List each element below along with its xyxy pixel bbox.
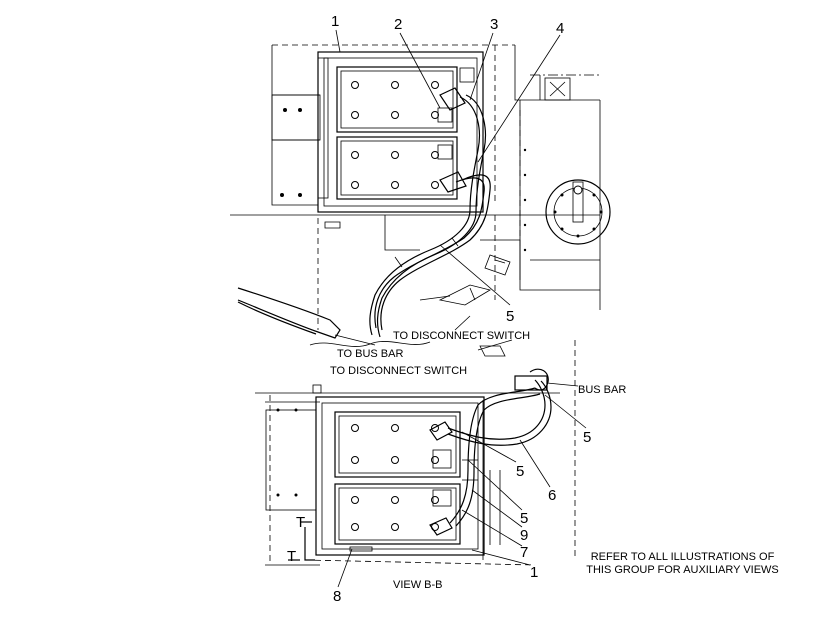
battery-bottom-1 bbox=[334, 411, 461, 478]
callout-9: 9 bbox=[520, 527, 528, 544]
callout-2: 2 bbox=[394, 16, 402, 33]
callout-leaders bbox=[335, 29, 587, 588]
round-cover-icon bbox=[545, 179, 611, 245]
auxiliary-views-note: REFER TO ALL ILLUSTRATIONS OF THIS GROUP… bbox=[575, 551, 790, 577]
callout-1: 1 bbox=[331, 13, 339, 30]
view-title: VIEW B-B bbox=[393, 579, 443, 591]
callout-6: 6 bbox=[548, 487, 556, 504]
callout-5: 5 bbox=[520, 510, 528, 527]
right-side-dots bbox=[523, 148, 527, 252]
label-to-disconnect-switch: TO DISCONNECT SWITCH bbox=[330, 365, 467, 377]
callout-7: 7 bbox=[520, 544, 528, 561]
callout-5: 5 bbox=[506, 308, 514, 325]
callout-3: 3 bbox=[490, 16, 498, 33]
section-mark-lower: T bbox=[287, 548, 296, 565]
label-to-bus-bar: TO BUS BAR bbox=[337, 348, 403, 360]
label-to-disconnect-switch: TO DISCONNECT SWITCH bbox=[393, 330, 530, 342]
top-view bbox=[230, 44, 611, 357]
battery-bottom-2 bbox=[334, 483, 461, 545]
callout-5: 5 bbox=[583, 429, 591, 446]
callout-8: 8 bbox=[333, 588, 341, 605]
label-bus-bar: BUS BAR bbox=[578, 384, 626, 396]
drain-slot bbox=[349, 546, 373, 552]
callout-4: 4 bbox=[556, 20, 564, 37]
callout-1: 1 bbox=[530, 564, 538, 581]
battery-top-2 bbox=[336, 136, 458, 200]
callout-numbers-top: 1 2 3 4 5 bbox=[331, 13, 564, 325]
note-line-2: THIS GROUP FOR AUXILIARY VIEWS bbox=[586, 564, 779, 576]
bottom-view bbox=[255, 340, 579, 566]
note-line-1: REFER TO ALL ILLUSTRATIONS OF bbox=[590, 551, 775, 563]
battery-box-bottom bbox=[315, 396, 485, 556]
callout-numbers-bottom: 5 5 6 5 9 7 1 8 bbox=[333, 429, 591, 605]
battery-top-1 bbox=[336, 66, 458, 133]
callout-5: 5 bbox=[516, 463, 524, 480]
section-mark-upper: T bbox=[296, 514, 305, 531]
